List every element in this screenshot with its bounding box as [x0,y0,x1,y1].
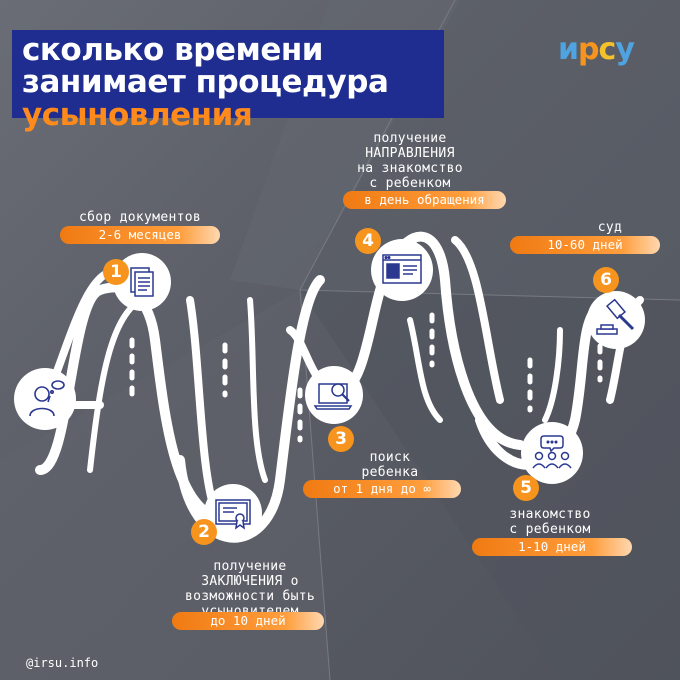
step-4-badge: 4 [355,228,381,254]
profile-card-icon [382,254,422,284]
step-3-label: поиск ребенка [361,450,419,480]
title-banner [12,30,444,118]
step-6-node [587,291,645,349]
step-4-label: получение НАПРАВЛЕНИЯ на знакомство с ре… [357,131,463,191]
step-1-label: сбор документов [79,210,201,225]
step-3-node [305,366,363,424]
step-3-badge: 3 [328,426,354,452]
step-1-badge: 1 [103,259,129,285]
step-5-duration: 1-10 дней [472,538,632,556]
gavel-icon [596,298,635,335]
step-4-duration: в день обращения [343,191,506,209]
title-line-2: занимает процедура [22,64,389,100]
step-2-badge: 2 [191,519,217,545]
laptop-search-icon [313,383,353,410]
step-6-duration: 10-60 дней [510,236,660,254]
thinking-person-icon [29,380,65,417]
step-6-badge: 6 [593,267,619,293]
step-4-node [371,239,433,301]
step-3-duration: от 1 дня до ∞ [303,480,461,498]
step-2-duration: до 10 дней [172,612,324,630]
step-5-badge: 5 [513,475,539,501]
step-1-duration: 2-6 месяцев [60,226,220,244]
certificate-icon [215,499,251,530]
title-line-1: сколько времени [22,32,324,68]
irsu-logo: ирсу [558,32,635,67]
documents-icon [130,267,154,297]
title-line-3: усыновления [22,97,253,133]
step-6-label: суд [597,220,623,235]
step-5-label: знакомство с ребенком [509,507,591,537]
footer-handle: @irsu.info [26,656,99,670]
step-5-node [521,422,583,484]
step-2-label: получение ЗАКЛЮЧЕНИЯ о возможности быть … [184,559,316,619]
start-node [14,368,76,430]
meeting-icon [532,435,572,469]
